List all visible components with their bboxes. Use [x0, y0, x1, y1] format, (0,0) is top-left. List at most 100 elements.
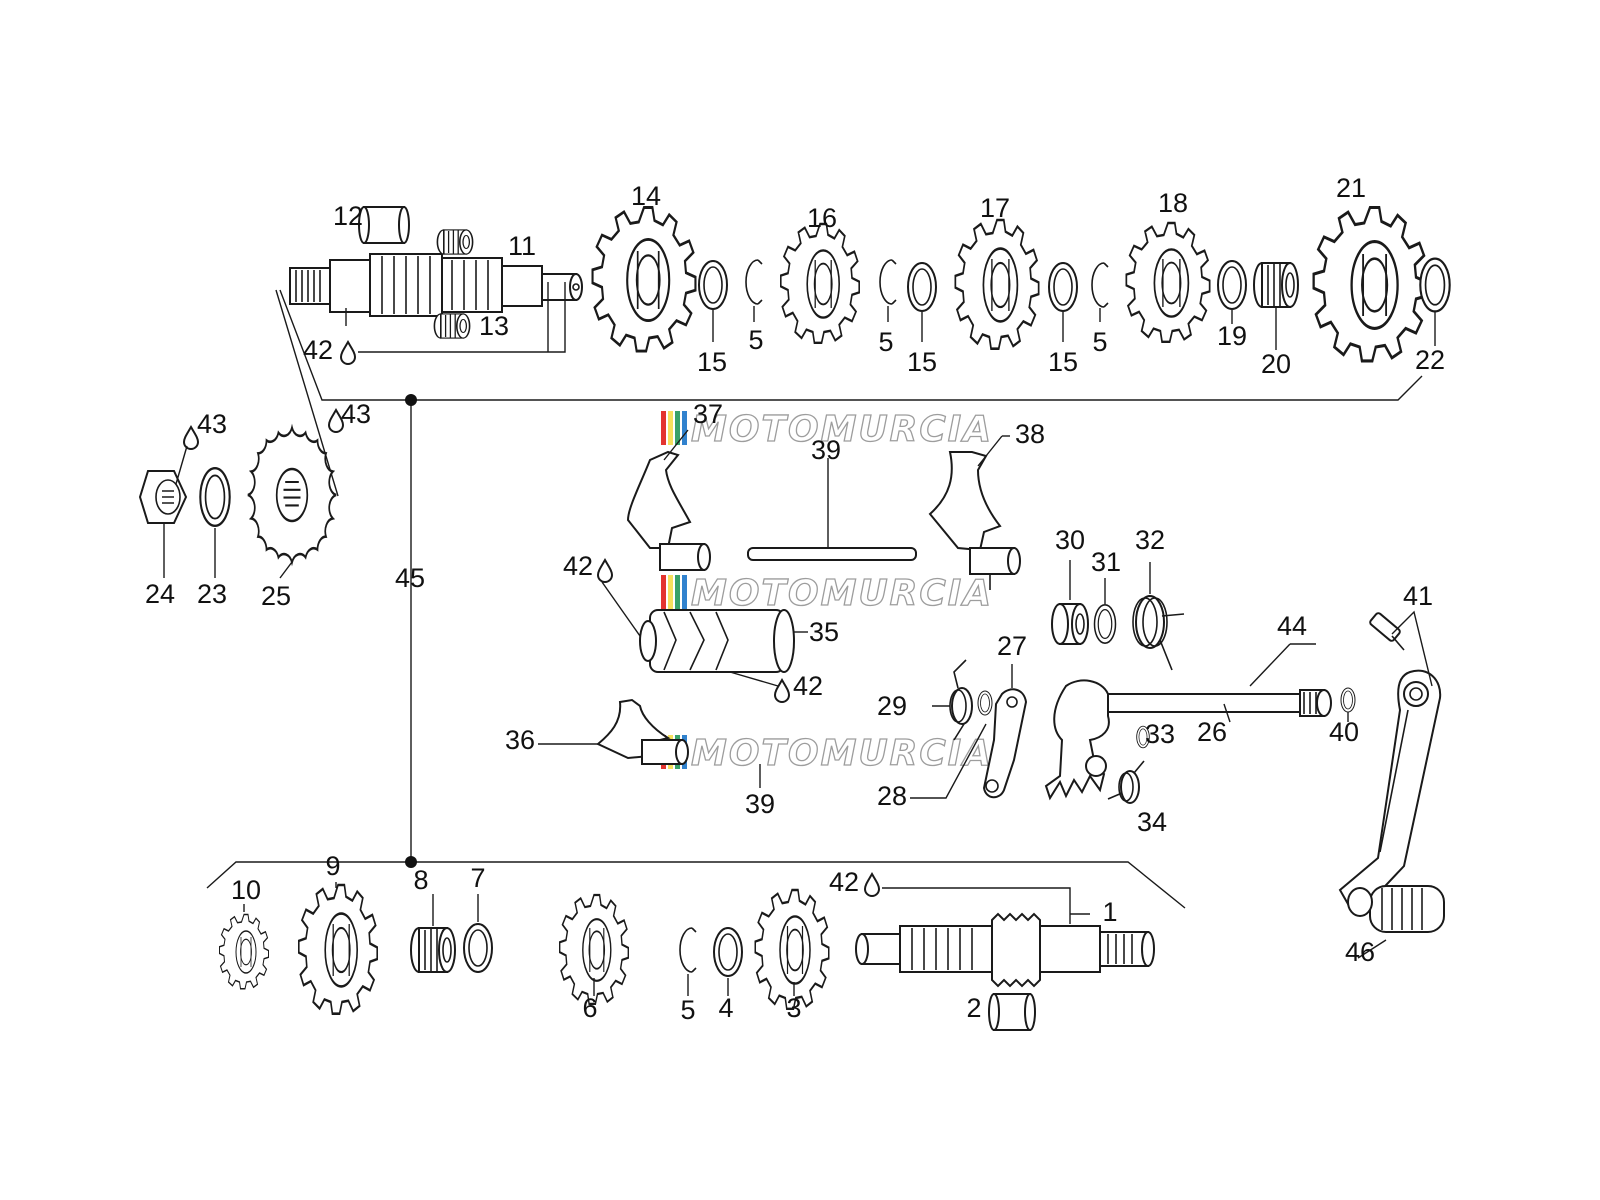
- gear: [297, 883, 379, 1016]
- shim-ring: [698, 260, 728, 310]
- callout-label: 5: [878, 327, 893, 357]
- needle-bearing: [1253, 262, 1299, 308]
- circlip: [679, 927, 697, 973]
- callout-label: 15: [907, 347, 937, 377]
- washer: [199, 467, 231, 527]
- circlip: [879, 259, 897, 305]
- callout-label: 14: [631, 181, 661, 211]
- callout-label: 43: [341, 399, 371, 429]
- callout-label: 10: [231, 875, 261, 905]
- circlip: [745, 259, 763, 305]
- callout-label: 35: [809, 617, 839, 647]
- selector-drum: [601, 581, 808, 687]
- callout-label: 42: [829, 867, 859, 897]
- callout-label: 31: [1091, 547, 1121, 577]
- gear-lever-group: [1338, 610, 1445, 959]
- assembly-frame: [206, 289, 1423, 909]
- callout-label: 39: [745, 789, 775, 819]
- callout-label: 9: [325, 851, 340, 881]
- circlip: [1091, 262, 1109, 308]
- callout-label: 4: [718, 993, 733, 1023]
- callout-label: 44: [1277, 611, 1307, 641]
- callout-label: 30: [1055, 525, 1085, 555]
- callout-label: 8: [413, 865, 428, 895]
- watermark-text: MOTOMURCIA: [691, 733, 993, 774]
- callout-labels: 1 2 3 4 5 5 5 5 6 7 8 9 10 11 12 13 14 1…: [145, 173, 1445, 1025]
- callout-label: 36: [505, 725, 535, 755]
- gear: [218, 913, 270, 990]
- callout-label: 38: [1015, 419, 1045, 449]
- washer: [1419, 257, 1451, 313]
- callout-label: 5: [748, 325, 763, 355]
- callout-label: 37: [693, 399, 723, 429]
- gear: [1312, 205, 1428, 363]
- screw: [1369, 612, 1405, 651]
- gear: [754, 888, 830, 1010]
- selector-fork: [626, 429, 711, 571]
- callout-label: 34: [1137, 807, 1167, 837]
- gear: [1125, 221, 1211, 343]
- callout-label: 24: [145, 579, 175, 609]
- watermark-text: MOTOMURCIA: [691, 409, 993, 450]
- callout-label: 16: [807, 203, 837, 233]
- shim-ring: [907, 262, 937, 312]
- callout-label: 32: [1135, 525, 1165, 555]
- callout-label: 3: [786, 993, 801, 1023]
- spring: [1107, 760, 1145, 804]
- callout-label: 42: [303, 335, 333, 365]
- oil-drop-icon: [340, 341, 356, 365]
- callout-label: 20: [1261, 349, 1291, 379]
- gear: [591, 206, 697, 353]
- needle-cage: [436, 229, 474, 255]
- needle-bearing: [410, 927, 456, 973]
- primary-shaft-group: [218, 873, 1155, 1031]
- needle-cage: [433, 313, 471, 339]
- washer: [1340, 687, 1356, 713]
- callout-label: 23: [197, 579, 227, 609]
- callout-label: 15: [697, 347, 727, 377]
- gear: [779, 222, 861, 344]
- washer: [1093, 603, 1117, 645]
- gear-lever: [1338, 669, 1445, 933]
- washer: [977, 690, 993, 716]
- washer: [1217, 260, 1247, 310]
- washer: [463, 923, 493, 973]
- oil-drop-icon: [183, 426, 199, 450]
- secondary-shaft: [289, 253, 583, 317]
- bush: [988, 993, 1036, 1031]
- callout-label: 5: [1092, 327, 1107, 357]
- oil-drop-icon: [597, 559, 613, 583]
- oil-drop-icon: [774, 679, 790, 703]
- fork-rod: [747, 458, 917, 561]
- secondary-shaft-group: [289, 205, 1451, 365]
- nut: [138, 470, 188, 524]
- callout-label: 21: [1336, 173, 1366, 203]
- watermark: MOTOMURCIA MOTOMURCIA MOTOMURCIA: [661, 408, 993, 775]
- callout-label: 15: [1048, 347, 1078, 377]
- callout-label: 11: [508, 231, 536, 261]
- return-spring: [1132, 595, 1185, 671]
- watermark-text: MOTOMURCIA: [691, 573, 993, 614]
- callout-label: 6: [582, 993, 597, 1023]
- callout-label: 25: [261, 581, 291, 611]
- spring: [932, 659, 973, 741]
- callout-label: 1: [1102, 897, 1117, 927]
- callout-label: 42: [563, 551, 593, 581]
- callout-label: 46: [1345, 937, 1375, 967]
- callout-label: 42: [793, 671, 823, 701]
- callout-label: 17: [980, 193, 1010, 223]
- callout-label: 40: [1329, 717, 1359, 747]
- callout-label: 7: [470, 863, 485, 893]
- callout-label: 5: [680, 995, 695, 1025]
- callout-label: 39: [811, 435, 841, 465]
- sprocket-group: [138, 409, 344, 579]
- callout-label: 13: [479, 311, 509, 341]
- callout-label: 43: [197, 409, 227, 439]
- callout-label: 41: [1403, 581, 1433, 611]
- selector-group: [538, 429, 1021, 788]
- callout-label: 2: [966, 993, 981, 1023]
- callout-label: 18: [1158, 188, 1188, 218]
- bush: [358, 206, 410, 244]
- pawl: [982, 664, 1028, 799]
- selector-fork: [538, 698, 689, 765]
